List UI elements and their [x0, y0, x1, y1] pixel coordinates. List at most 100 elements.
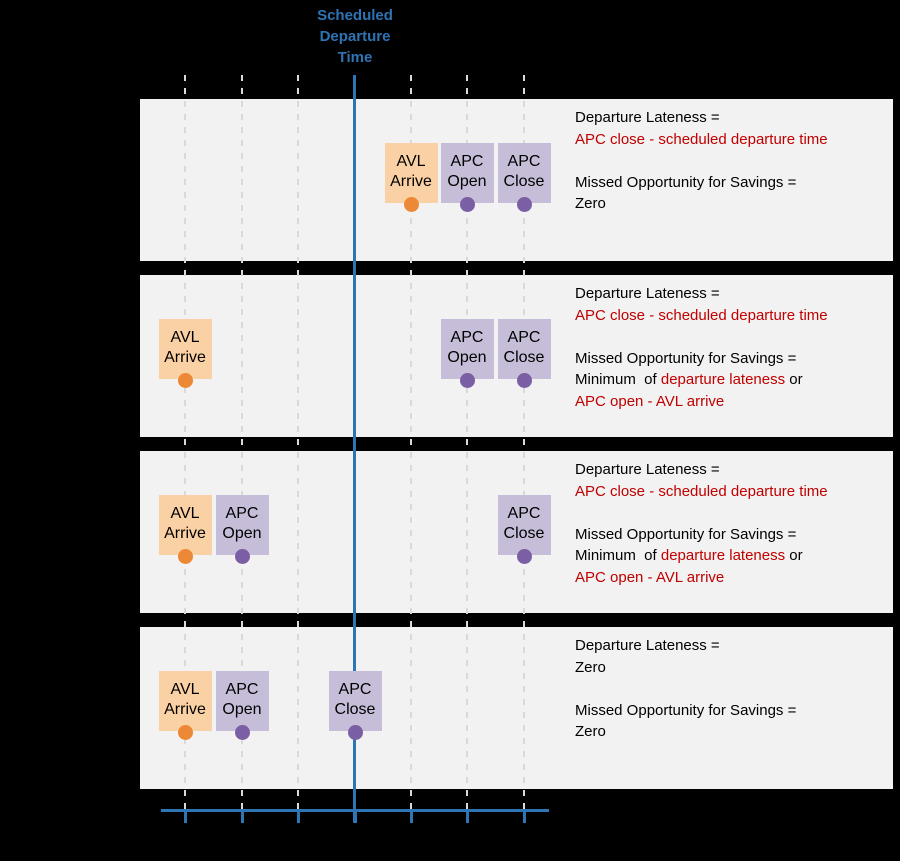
axis-tick-mark [297, 810, 300, 823]
annotation-line: Departure Lateness = [575, 107, 828, 129]
annotation-text: Missed Opportunity for Savings = [575, 525, 797, 543]
scenario-band-1: AVL Arrive APC Open APC Close Departure Latene… [140, 99, 893, 261]
dashed-gridline [410, 75, 412, 810]
annotation-line [575, 326, 828, 348]
annotation-text: Departure Lateness = [575, 285, 720, 302]
event-box-label: APC [507, 505, 541, 522]
event-box-label: AVL [170, 681, 200, 698]
annotation-text: Departure Lateness = [575, 461, 720, 478]
event-box-label: Open [447, 349, 487, 366]
annotation-text: or [785, 547, 803, 564]
apc-open-marker-dot [234, 549, 250, 564]
formula-highlight-text: departure lateness [660, 547, 786, 564]
event-box-label: APC [225, 505, 259, 522]
annotation-text: Missed Opportunity for Savings = [575, 349, 797, 367]
axis-tick-mark [184, 810, 187, 823]
event-box-label: AVL [170, 505, 200, 522]
annotation-line: APC close - scheduled departure time [575, 305, 828, 327]
event-box-label: Arrive [164, 525, 206, 542]
event-box-label: Close [334, 701, 376, 718]
event-box-label: AVL [170, 329, 200, 346]
annotation-line: Missed Opportunity for Savings = [575, 172, 828, 194]
formula-highlight-text: departure lateness [660, 371, 786, 388]
event-box-label: APC [450, 153, 484, 170]
axis-tick-mark [466, 810, 469, 823]
event-box-label: AVL [396, 153, 426, 170]
event-box-label: Close [503, 525, 545, 542]
annotation-line [575, 678, 796, 700]
avl-arrive-marker-dot [177, 549, 193, 564]
annotation-line: APC close - scheduled departure time [575, 481, 828, 503]
annotation-line [575, 150, 828, 172]
annotation-text: Zero [575, 195, 606, 212]
apc-close-marker-dot [516, 549, 532, 564]
annotation-text: Departure Lateness = [575, 637, 720, 654]
event-box-label: Open [447, 173, 487, 190]
event-box-apc-close: APC Close [497, 495, 551, 555]
event-box-label: Arrive [390, 173, 432, 190]
dashed-gridline [241, 75, 243, 810]
event-box-apc-close: APC Close [497, 143, 551, 203]
scenario-annotation: Departure Lateness = APC close - schedule… [575, 459, 828, 588]
event-box-label: Open [222, 701, 262, 718]
annotation-line: Missed Opportunity for Savings = [575, 524, 828, 546]
annotation-text: Zero [575, 723, 606, 740]
event-box-apc-open: APC Open [215, 495, 269, 555]
scenario-band-3: AVL Arrive APC Open APC Close Departure Latene… [140, 451, 893, 613]
apc-close-marker-dot [516, 197, 532, 212]
scheduled-departure-line [353, 75, 356, 823]
annotation-line: Minimum of departure lateness or [575, 369, 828, 391]
annotation-line [575, 502, 828, 524]
event-box-apc-open: APC Open [440, 319, 494, 379]
event-box-apc-open: APC Open [440, 143, 494, 203]
dashed-gridline [466, 75, 468, 810]
avl-arrive-marker-dot [177, 725, 193, 740]
annotation-line: Departure Lateness = [575, 283, 828, 305]
event-box-avl-arrive: AVL Arrive [384, 143, 438, 203]
apc-open-marker-dot [459, 197, 475, 212]
event-box-label: Close [503, 173, 545, 190]
event-box-apc-open: APC Open [215, 671, 269, 731]
scheduled-departure-time-label: Scheduled Departure Time [300, 5, 410, 68]
event-box-label: Arrive [164, 349, 206, 366]
annotation-line: Missed Opportunity for Savings = [575, 348, 828, 370]
annotation-line: Departure Lateness = [575, 459, 828, 481]
avl-arrive-marker-dot [177, 373, 193, 388]
apc-close-marker-dot [347, 725, 363, 740]
axis-tick-mark [241, 810, 244, 823]
formula-highlight-text: APC open - AVL arrive [575, 392, 725, 410]
event-box-avl-arrive: AVL Arrive [158, 495, 212, 555]
event-box-label: Open [222, 525, 262, 542]
scheduled-label-line: Departure [319, 28, 391, 45]
scenario-annotation: Departure Lateness =Zero Missed Opportun… [575, 635, 796, 743]
formula-highlight-text: APC close - scheduled departure time [575, 130, 828, 148]
formula-highlight-text: APC close - scheduled departure time [575, 306, 828, 324]
apc-close-marker-dot [516, 373, 532, 388]
annotation-text: Zero [575, 658, 606, 676]
annotation-text: or [785, 371, 803, 388]
annotation-text: Minimum of [575, 547, 661, 564]
annotation-line: Zero [575, 193, 828, 215]
apc-open-marker-dot [459, 373, 475, 388]
event-box-avl-arrive: AVL Arrive [158, 319, 212, 379]
event-box-label: APC [507, 153, 541, 170]
annotation-line: Departure Lateness = [575, 635, 796, 657]
dashed-gridline [297, 75, 299, 810]
annotation-text: Minimum of [575, 371, 661, 388]
annotation-text: Missed Opportunity for Savings = [575, 173, 797, 191]
scheduled-label-line: Time [337, 49, 373, 66]
event-box-label: APC [450, 329, 484, 346]
annotation-line: APC close - scheduled departure time [575, 129, 828, 151]
axis-tick-mark [523, 810, 526, 823]
scenario-annotation: Departure Lateness = APC close - schedule… [575, 283, 828, 412]
formula-highlight-text: APC open - AVL arrive [575, 568, 725, 586]
formula-highlight-text: APC close - scheduled departure time [575, 482, 828, 500]
axis-tick-mark [410, 810, 413, 823]
annotation-text: Departure Lateness = [575, 109, 720, 126]
event-box-label: APC [225, 681, 259, 698]
scheduled-label-line: Scheduled [317, 7, 393, 24]
